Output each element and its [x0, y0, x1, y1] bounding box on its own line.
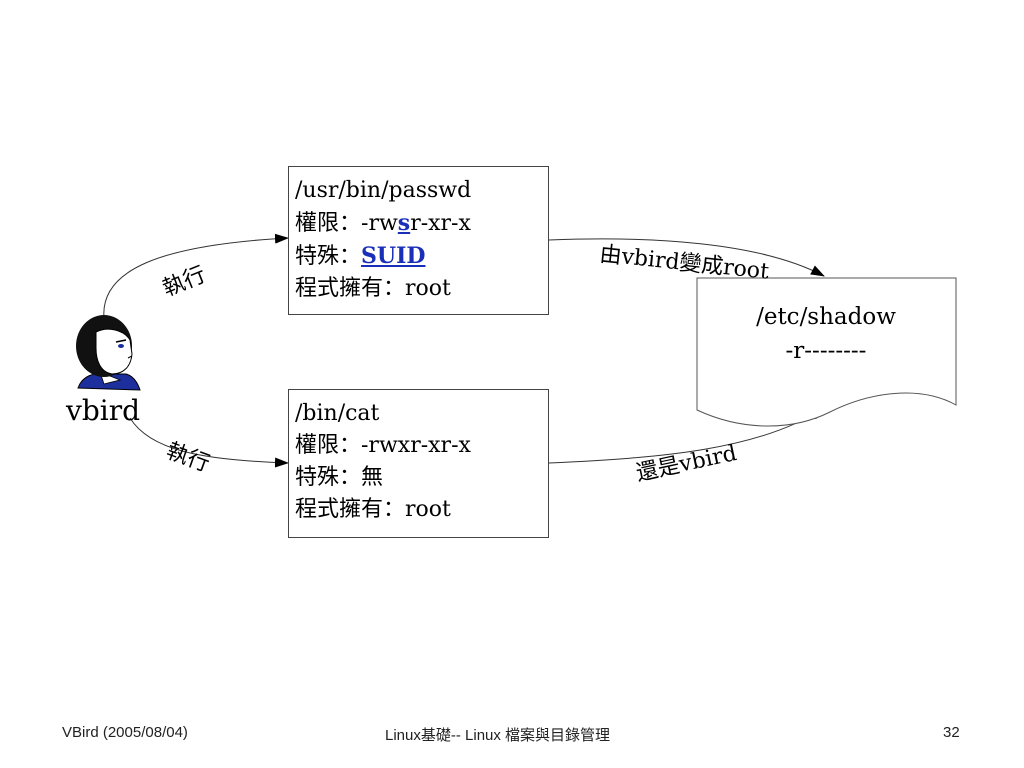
passwd-owner: 程式擁有：root	[295, 276, 451, 301]
arrow-exec-cat	[129, 417, 289, 468]
passwd-special: 特殊：SUID	[295, 243, 426, 269]
arrow-exec-passwd	[103, 233, 289, 319]
cat-owner: 程式擁有：root	[295, 497, 451, 522]
passwd-box: /usr/bin/passwd 權限：-rwsr-xr-x 特殊：SUID 程式…	[288, 166, 549, 315]
cat-box: /bin/cat 權限：-rwxr-xr-x 特殊：無 程式擁有：root	[288, 389, 549, 538]
footer-page-number: 32	[943, 724, 960, 741]
setuid-bit: s	[397, 210, 411, 236]
footer-title: Linux基礎-- Linux 檔案與目錄管理	[385, 727, 611, 744]
shadow-permission: -r--------	[785, 338, 867, 364]
cat-path: /bin/cat	[295, 401, 380, 426]
shadow-path: /etc/shadow	[756, 304, 896, 330]
passwd-permission: 權限：-rwsr-xr-x	[295, 210, 471, 236]
arrow-becomes-root	[548, 238, 825, 277]
footer-author-date: VBird (2005/08/04)	[62, 724, 188, 741]
shadow-document-shape	[696, 277, 957, 427]
cat-special: 特殊：無	[295, 465, 384, 490]
user-avatar-icon	[76, 315, 141, 391]
passwd-path: /usr/bin/passwd	[295, 178, 472, 203]
user-label: vbird	[66, 394, 141, 427]
cat-permission: 權限：-rwxr-xr-x	[295, 433, 471, 458]
suid-label: SUID	[361, 243, 426, 269]
